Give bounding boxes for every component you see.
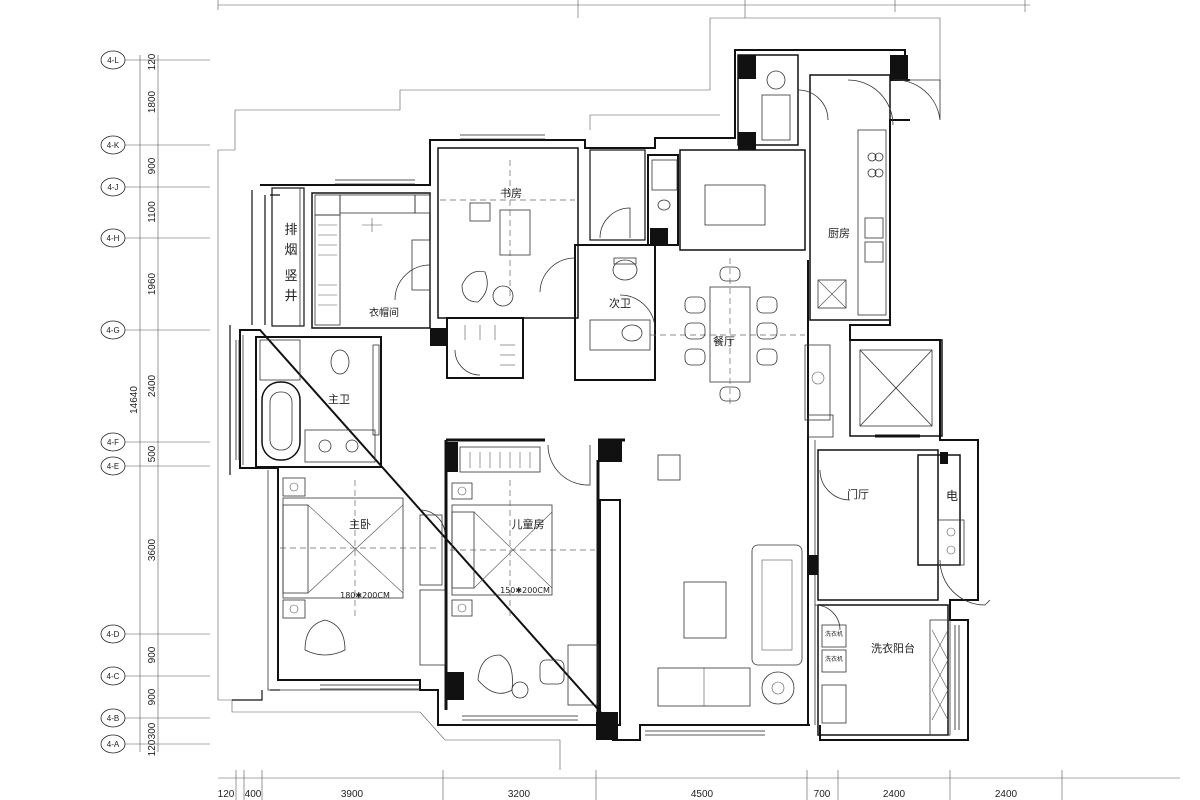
furniture: [259, 70, 965, 724]
dim-left: 900: [147, 646, 158, 663]
room-label-kitchen: 厨房: [828, 227, 850, 240]
top-dimension-line: [217, 0, 1030, 18]
room-label-second-bath: 次卫: [609, 296, 631, 310]
dim-left: 2400: [147, 374, 158, 397]
room-labels: 书房 次卫 厨房 衣帽间 餐厅 主卫 主卧 儿童房 门厅 洗衣阳台 电 排 烟 …: [284, 187, 958, 663]
axis-label: 4-B: [107, 714, 119, 723]
washer-label: 洗衣机: [825, 655, 843, 663]
axis-label: 4-J: [107, 183, 118, 192]
doors: [394, 79, 991, 631]
dim-left: 500: [147, 445, 158, 462]
dim-left: 900: [147, 688, 158, 705]
shaft-label: 烟: [284, 243, 297, 258]
room-label-laundry-balcony: 洗衣阳台: [871, 641, 915, 655]
dim-bottom: 3900: [341, 789, 364, 800]
dim-bottom: 400: [245, 789, 262, 800]
washer-label: 洗衣机: [825, 630, 843, 638]
room-label-child-room: 儿童房: [512, 517, 545, 531]
dim-left: 1960: [147, 272, 158, 295]
room-label-cloakroom: 衣帽间: [369, 306, 399, 319]
dim-left: 120: [147, 53, 158, 70]
structural-columns: [430, 55, 948, 740]
dim-bottom: 700: [814, 789, 831, 800]
dim-bottom: 3200: [508, 789, 531, 800]
axis-label: 4-C: [107, 672, 120, 681]
dim-left: 3600: [147, 538, 158, 561]
shaft-label: 排: [284, 223, 297, 238]
room-label-master-bedroom: 主卧: [349, 518, 371, 531]
shaft-label: 井: [284, 289, 297, 304]
dim-left: 300: [147, 722, 158, 739]
bottom-dimension-line: 120 400 3900 3200 4500 700 2400 2400: [218, 770, 1180, 800]
dim-bottom: 4500: [691, 789, 714, 800]
axis-label: 4-G: [106, 326, 119, 335]
dim-bottom: 2400: [883, 789, 906, 800]
room-label-master-bath: 主卫: [328, 393, 350, 406]
axis-label: 4-D: [107, 630, 120, 639]
dim-left: 1100: [147, 201, 158, 223]
left-dimension-column: 4-L 4-K 4-J 4-H 4-G 4-F 4-E 4-D 4-C 4-B …: [100, 50, 210, 756]
axis-label: 4-A: [107, 740, 120, 749]
axis-label: 4-K: [107, 141, 120, 150]
dim-bottom: 2400: [995, 789, 1018, 800]
shaft-label: 竖: [284, 269, 297, 284]
axis-label: 4-H: [107, 234, 120, 243]
axis-label: 4-E: [107, 462, 119, 471]
bed-size-master: 180✱200CM: [340, 591, 390, 600]
walls: [229, 49, 979, 741]
windows: [235, 134, 960, 736]
dim-total: 14640: [129, 386, 140, 414]
room-label-foyer: 门厅: [847, 487, 869, 501]
dim-left: 1800: [147, 90, 158, 113]
dim-bottom: 120: [218, 789, 235, 800]
room-label-dining: 餐厅: [713, 334, 735, 348]
bed-size-child: 150✱200CM: [500, 586, 550, 595]
dim-left: 900: [147, 157, 158, 174]
site-outline: [217, 17, 941, 770]
axis-label: 4-L: [107, 56, 119, 65]
room-label-study: 书房: [500, 187, 522, 200]
axis-label: 4-F: [107, 438, 119, 447]
dim-left: 120: [147, 739, 158, 756]
room-label-electric: 电: [946, 489, 958, 503]
